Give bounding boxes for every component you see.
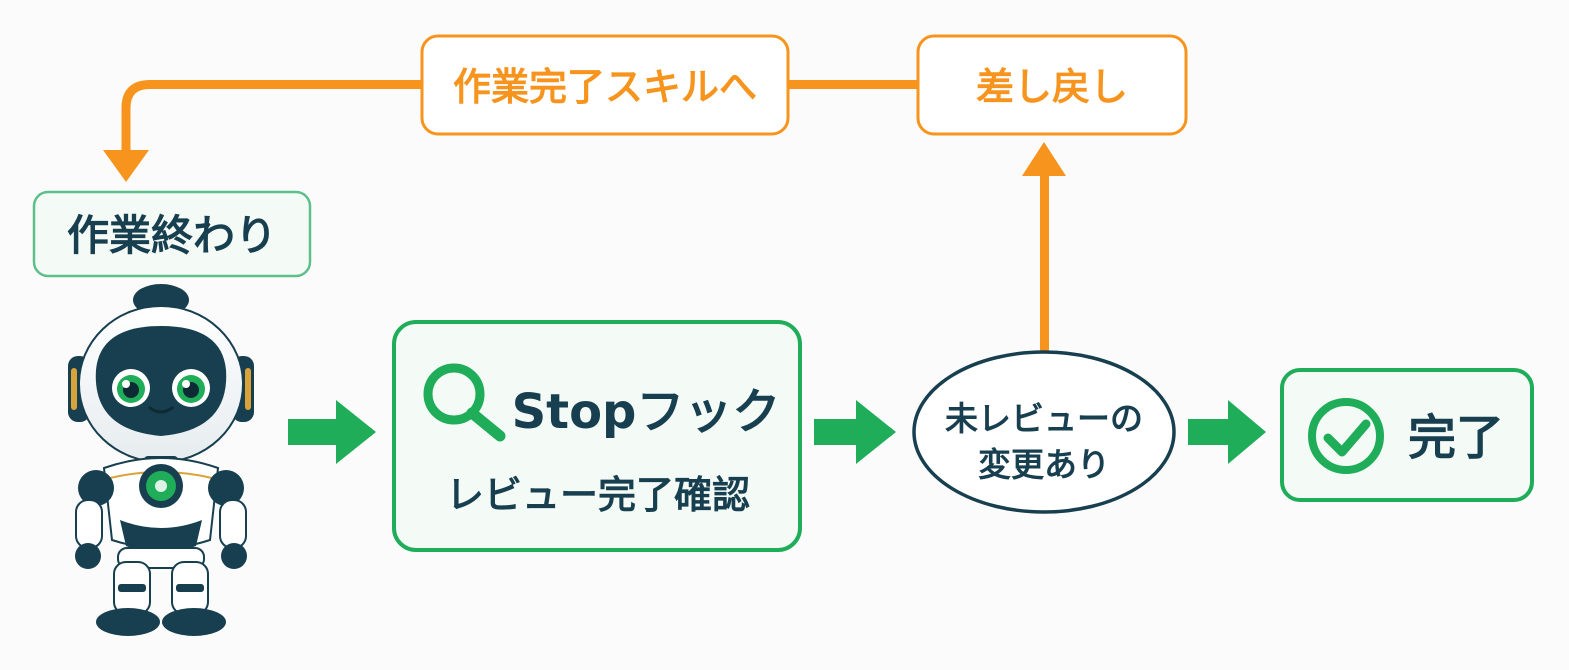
stop-hook-title: Stopフック xyxy=(512,384,781,440)
done-label: 完了 xyxy=(1408,410,1504,466)
down-arrow-head xyxy=(103,150,149,182)
to-skill-box xyxy=(420,34,790,136)
decision-ellipse xyxy=(912,350,1176,514)
up-arrow-shaft xyxy=(1040,170,1049,354)
work-done-box xyxy=(32,190,312,278)
search-icon xyxy=(423,363,506,442)
done-node: 完了 xyxy=(1280,368,1534,502)
flow-arrow-2 xyxy=(814,400,896,464)
send-back-box xyxy=(916,34,1188,136)
up-arrow-head xyxy=(1022,142,1066,176)
stop-hook-node: Stopフック レビュー完了確認 xyxy=(392,320,802,552)
loop-connector xyxy=(786,80,920,89)
decision-line2: 変更あり xyxy=(978,445,1110,484)
work-done-node: 作業終わり xyxy=(32,190,312,278)
flow-arrow-1 xyxy=(288,400,376,464)
flow-arrow-3 xyxy=(1188,400,1266,464)
send-back-label: 差し戻し xyxy=(976,65,1128,109)
send-back-loop: 差し戻し 作業完了スキルへ xyxy=(103,34,1188,354)
decision-node: 未レビューの 変更あり xyxy=(912,350,1176,514)
stop-hook-subtitle: レビュー完了確認 xyxy=(446,473,750,517)
decision-line1: 未レビューの xyxy=(945,399,1143,438)
check-circle-icon xyxy=(1308,398,1384,474)
work-done-label: 作業終わり xyxy=(67,211,277,260)
stop-hook-box xyxy=(392,320,802,552)
loop-return-path xyxy=(121,80,424,150)
robot-illustration xyxy=(68,284,254,636)
to-skill-label: 作業完了スキルへ xyxy=(453,65,757,109)
